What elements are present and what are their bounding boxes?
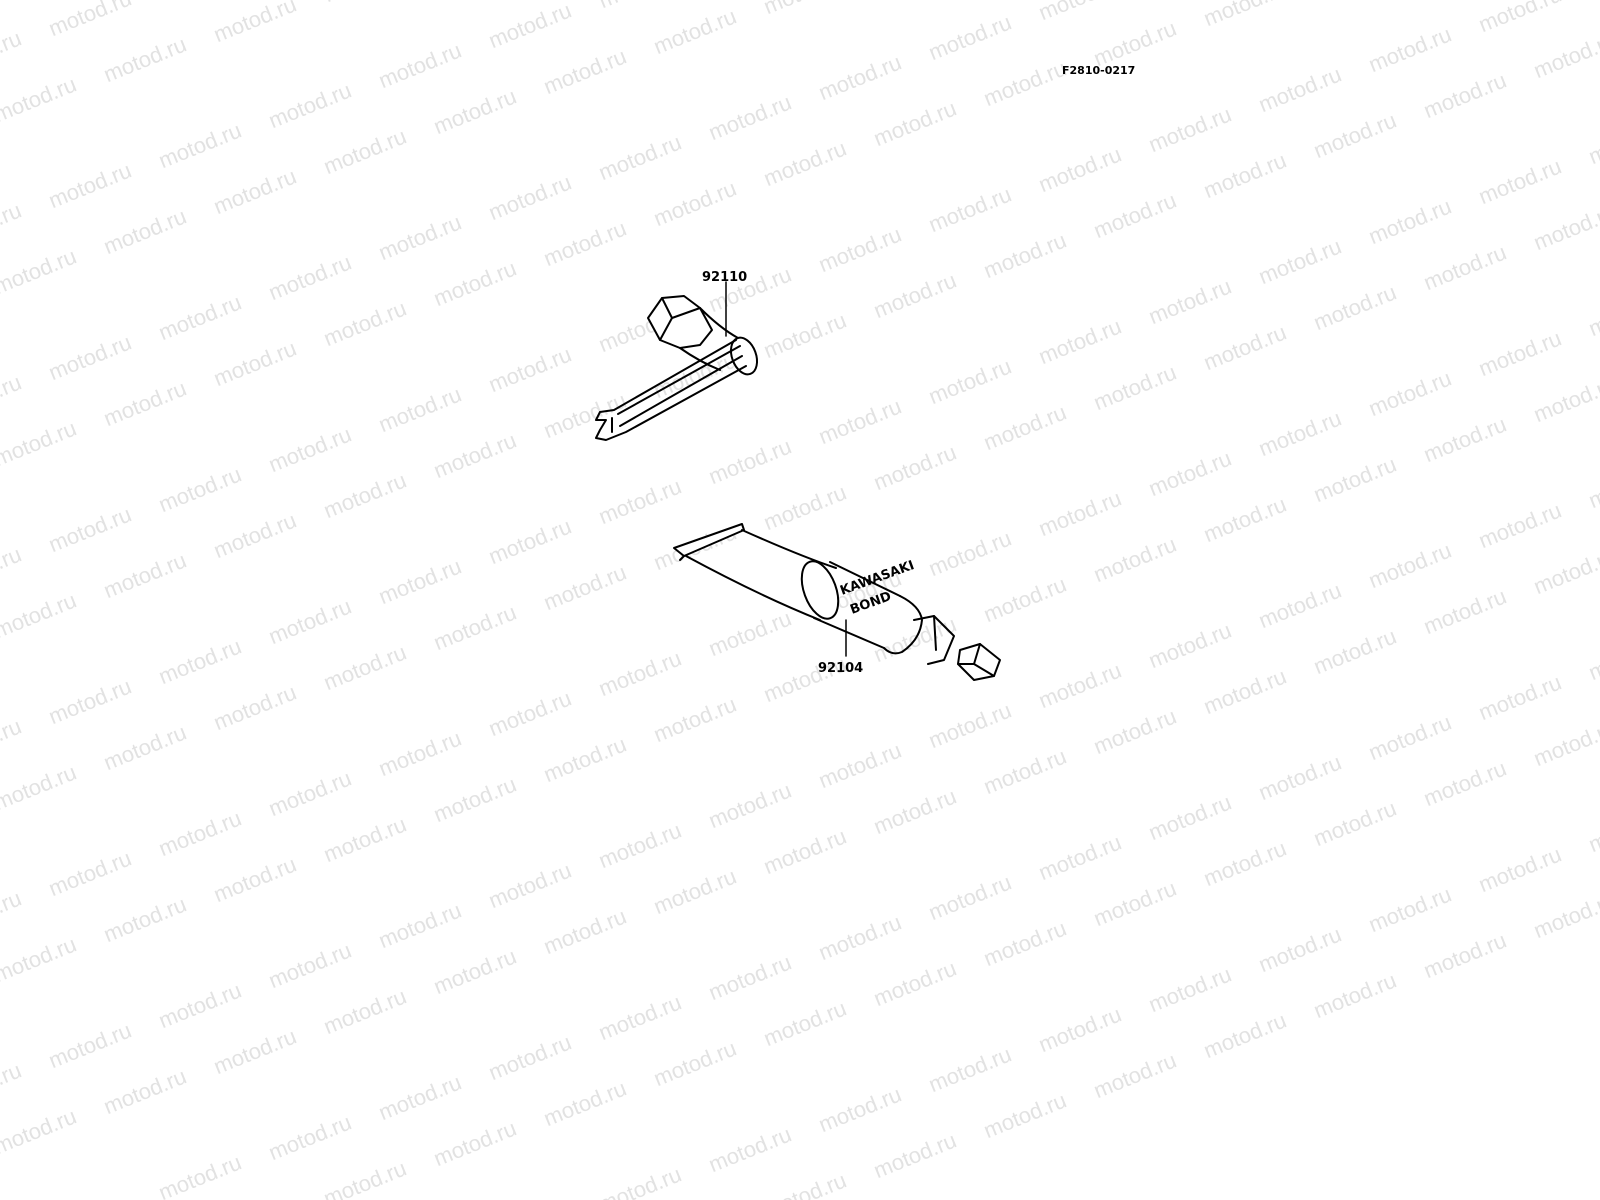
- part-label-92110: 92110: [702, 270, 748, 285]
- figure-code: F2810-0217: [1062, 64, 1136, 77]
- spark-plug-wrench-icon: [595, 281, 759, 441]
- grease-tube-icon: KAWASAKI BOND: [673, 523, 1001, 681]
- part-label-92104: 92104: [818, 661, 864, 676]
